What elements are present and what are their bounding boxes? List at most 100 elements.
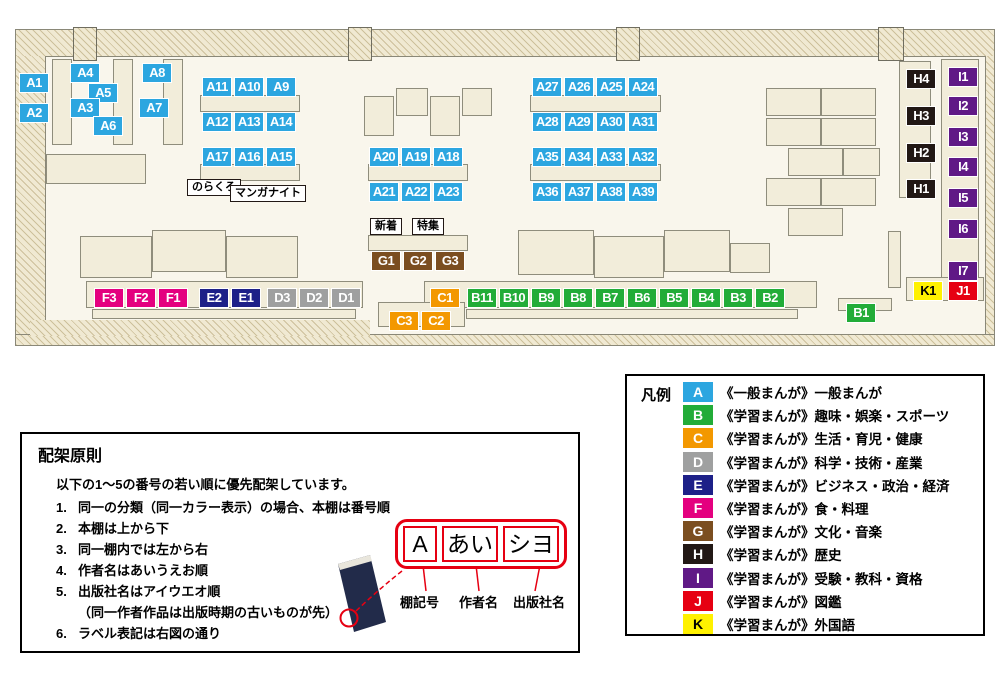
legend-label: 歴史 <box>814 548 842 564</box>
wall-stub <box>348 27 372 61</box>
shelf-label-A32: A32 <box>628 147 658 167</box>
legend-row-K: K《学習まんが》外国語 <box>683 613 950 634</box>
legend-label: 図鑑 <box>814 594 842 610</box>
principles-item: 1.同一の分類（同一カラー表示）の場合、本棚は番号順 <box>56 497 390 518</box>
legend-category: 《学習まんが》 <box>720 501 815 517</box>
legend-category: 《学習まんが》 <box>720 571 815 587</box>
shelf-block <box>766 88 821 116</box>
shelf-label-A38: A38 <box>596 182 626 202</box>
principles-item-text: （同一作者作品は出版時期の古いものが先） <box>78 605 339 620</box>
legend-row-C: C《学習まんが》生活・育児・健康 <box>683 428 950 449</box>
shelf-label-B2: B2 <box>755 288 785 308</box>
shelf-label-I4: I4 <box>948 157 978 177</box>
legend-label: ビジネス・政治・経済 <box>814 478 950 494</box>
legend-category: 《学習まんが》 <box>720 409 815 425</box>
shelf-label-A20: A20 <box>369 147 399 167</box>
shelf-label-A12: A12 <box>202 112 232 132</box>
legend-category: 《学習まんが》 <box>720 432 815 448</box>
shelf-label-A21: A21 <box>369 182 399 202</box>
shelf-label-F1: F1 <box>158 288 188 308</box>
principles-item-text: ラベル表記は右図の通り <box>78 626 222 641</box>
shelf-label-I1: I1 <box>948 67 978 87</box>
legend-category: 《学習まんが》 <box>720 617 815 633</box>
shelf-block <box>664 230 730 272</box>
wall-hatch-bottom <box>15 334 995 346</box>
legend-chip-F: F <box>683 497 713 518</box>
shelf-block <box>396 88 428 116</box>
legend-row-J: J《学習まんが》図鑑 <box>683 590 950 611</box>
legend-row-F: F 《学習まんが》食・料理 <box>683 497 950 518</box>
legend-row-B: B《学習まんが》趣味・娯楽・スポーツ <box>683 405 950 426</box>
shelf-label-A28: A28 <box>532 112 562 132</box>
map-tag: 特集 <box>412 218 444 235</box>
shelf-label-A33: A33 <box>596 147 626 167</box>
shelf-label-C1: C1 <box>430 288 460 308</box>
legend-chip-K: K <box>683 613 713 634</box>
shelf-block <box>594 236 664 278</box>
shelf-label-G3: G3 <box>435 251 465 271</box>
shelf-block <box>788 208 843 236</box>
shelf-block <box>788 148 843 176</box>
legend-label: 食・料理 <box>814 501 869 517</box>
shelf-label-A39: A39 <box>628 182 658 202</box>
principles-item-text: 同一棚内では左から右 <box>78 542 209 557</box>
shelf-label-D3: D3 <box>267 288 297 308</box>
diagram-annotation: 作者名 <box>459 595 499 610</box>
shelf-block <box>200 95 300 112</box>
legend-label: 一般まんが <box>814 386 883 401</box>
legend-category: 《一般まんが》 <box>720 386 815 401</box>
legend-category: 《学習まんが》 <box>720 478 815 494</box>
principles-item: （同一作者作品は出版時期の古いものが先） <box>56 602 390 623</box>
legend-category: 《学習まんが》 <box>720 525 815 541</box>
shelf-label-A30: A30 <box>596 112 626 132</box>
legend-category: 《学習まんが》 <box>720 548 815 564</box>
shelf-block <box>518 230 594 275</box>
legend-chip-B: B <box>683 405 713 426</box>
shelf-label-C2: C2 <box>421 311 451 331</box>
shelf-label-A14: A14 <box>266 112 296 132</box>
shelf-label-B4: B4 <box>691 288 721 308</box>
shelf-label-A2: A2 <box>19 103 49 123</box>
shelf-block <box>462 88 492 116</box>
shelf-label-B3: B3 <box>723 288 753 308</box>
wall-stub <box>878 27 904 61</box>
shelf-block <box>821 88 876 116</box>
principles-item: 3.同一棚内では左から右 <box>56 539 390 560</box>
legend-row-A: A《一般まんが》一般まんが <box>683 382 950 402</box>
shelf-label-E2: E2 <box>199 288 229 308</box>
shelf-block <box>530 164 661 181</box>
legend-chip-E: E <box>683 474 713 495</box>
shelf-label-A10: A10 <box>234 77 264 97</box>
shelf-label-A36: A36 <box>532 182 562 202</box>
shelf-label-B6: B6 <box>627 288 657 308</box>
principles-item: 5.出版社名はアイウエオ順 <box>56 581 390 602</box>
map-tag: 新着 <box>370 218 402 235</box>
wall-hatch-left <box>15 56 46 346</box>
principles-item-number: 1. <box>56 500 67 515</box>
principles-box: 配架原則 以下の1～5の番号の若い順に優先配架しています。 1.同一の分類（同一… <box>20 432 580 653</box>
shelf-label-K1: K1 <box>913 281 943 301</box>
shelf-label-A22: A22 <box>401 182 431 202</box>
shelf-label-A24: A24 <box>628 77 658 97</box>
shelf-label-D1: D1 <box>331 288 361 308</box>
shelf-label-C3: C3 <box>389 311 419 331</box>
legend-category: 《学習まんが》 <box>720 594 815 610</box>
shelf-block <box>226 236 298 278</box>
shelf-label-H2: H2 <box>906 143 936 163</box>
principles-title: 配架原則 <box>38 448 103 465</box>
shelf-label-A19: A19 <box>401 147 431 167</box>
shelf-label-B8: B8 <box>563 288 593 308</box>
principles-item: 2.本棚は上から下 <box>56 518 390 539</box>
principles-item: 4.作者名はあいうえお順 <box>56 560 390 581</box>
principles-item-number: 5. <box>56 584 67 599</box>
legend-chip-G: G <box>683 521 713 542</box>
legend-chip-I: I <box>683 567 713 588</box>
legend-row-I: I《学習まんが》受験・教科・資格 <box>683 567 950 588</box>
shelf-block <box>430 96 460 136</box>
principles-item-number: 2. <box>56 521 67 536</box>
legend-row-G: G《学習まんが》文化・音楽 <box>683 521 950 542</box>
shelf-label-F2: F2 <box>126 288 156 308</box>
legend-title: 凡例 <box>641 387 672 404</box>
